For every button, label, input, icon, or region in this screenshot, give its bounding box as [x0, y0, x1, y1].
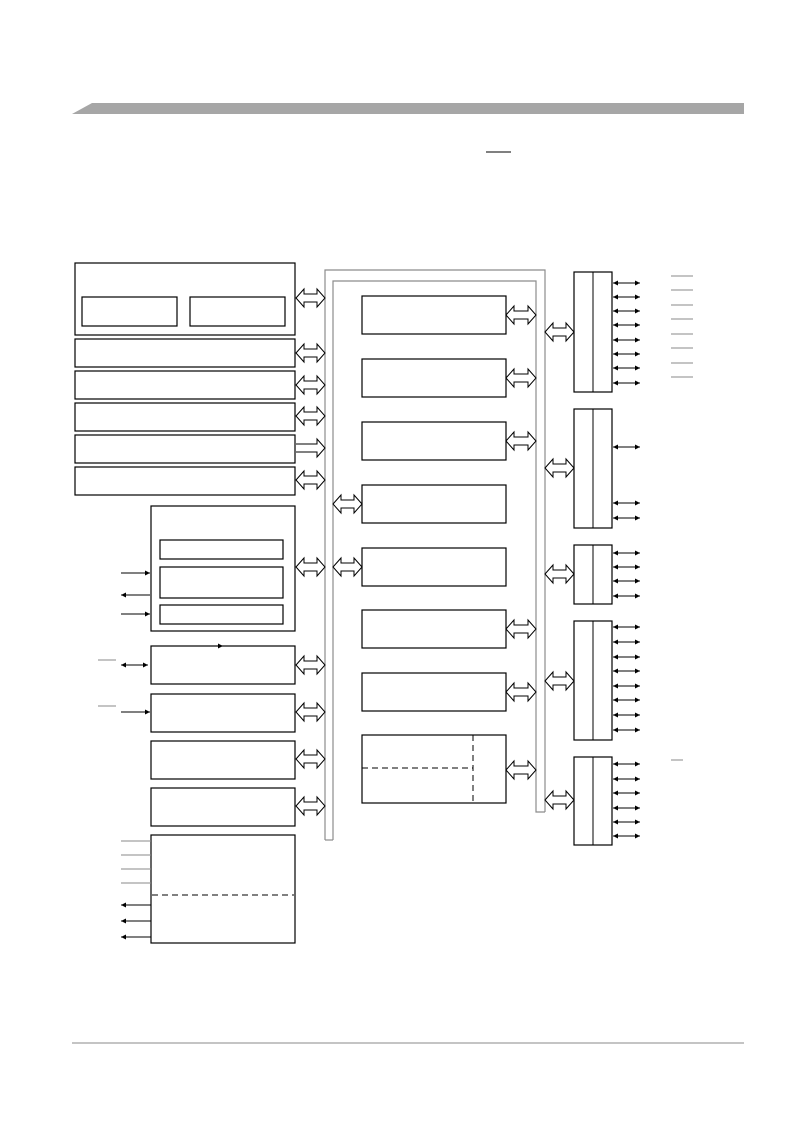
analog-block — [150, 834, 296, 944]
peripheral-module-6 — [361, 609, 507, 649]
bus-arrow-lower-left-3 — [295, 748, 326, 770]
peripheral-module-5 — [361, 547, 507, 587]
peripheral-module-3 — [361, 421, 507, 461]
bus-arrow-center-right-1 — [505, 304, 537, 326]
lower-left-module-1 — [150, 645, 296, 685]
cpu-sub-block-right — [189, 296, 286, 327]
bus-arrow-left-4 — [295, 469, 326, 491]
bus-arrow-lower-left-4 — [295, 795, 326, 817]
bus-arrow-lower-left-2 — [295, 701, 326, 723]
lower-left-module-3 — [150, 740, 296, 780]
bus-arrow-center-left-2 — [332, 556, 363, 578]
internal-bus-outer — [324, 269, 546, 840]
left-module-4 — [74, 434, 296, 464]
bus-arrow-center-right-5 — [505, 681, 537, 703]
bus-arrow-left-2 — [295, 374, 326, 396]
left-module-5 — [74, 466, 296, 496]
bus-arrow-center-right-4 — [505, 618, 537, 640]
bus-arrow-left-3 — [295, 405, 326, 427]
timer-block — [361, 734, 507, 804]
bus-arrow-center-left-1 — [332, 493, 363, 515]
left-module-2 — [74, 370, 296, 400]
bus-arrow-cpu — [295, 287, 326, 309]
bus-arrow-left-output — [296, 437, 326, 459]
clock-sub-block-1 — [159, 539, 284, 560]
left-module-1 — [74, 338, 296, 368]
left-module-3 — [74, 402, 296, 432]
bus-arrow-left-1 — [295, 342, 326, 364]
bus-arrow-port-1 — [544, 321, 575, 343]
bus-arrow-lower-left-1 — [295, 654, 326, 676]
peripheral-module-2 — [361, 358, 507, 398]
internal-bus-inner — [332, 280, 545, 840]
header-bar — [72, 103, 744, 114]
bus-arrow-port-2 — [544, 457, 575, 479]
lower-left-module-2 — [150, 693, 296, 733]
clock-sub-block-3 — [159, 604, 284, 625]
bus-arrow-port-5 — [544, 789, 575, 811]
peripheral-module-7 — [361, 672, 507, 712]
bus-arrow-center-right-6 — [505, 759, 537, 781]
bus-arrow-clock — [295, 556, 326, 578]
cpu-sub-block-left — [81, 296, 178, 327]
peripheral-module-4 — [361, 484, 507, 524]
bus-arrow-center-right-2 — [505, 367, 537, 389]
lower-left-module-4 — [150, 787, 296, 827]
peripheral-module-1 — [361, 295, 507, 335]
bus-arrow-port-3 — [544, 563, 575, 585]
bus-arrow-center-right-3 — [505, 430, 537, 452]
bus-arrow-port-4 — [544, 670, 575, 692]
clock-sub-block-2 — [159, 566, 284, 599]
